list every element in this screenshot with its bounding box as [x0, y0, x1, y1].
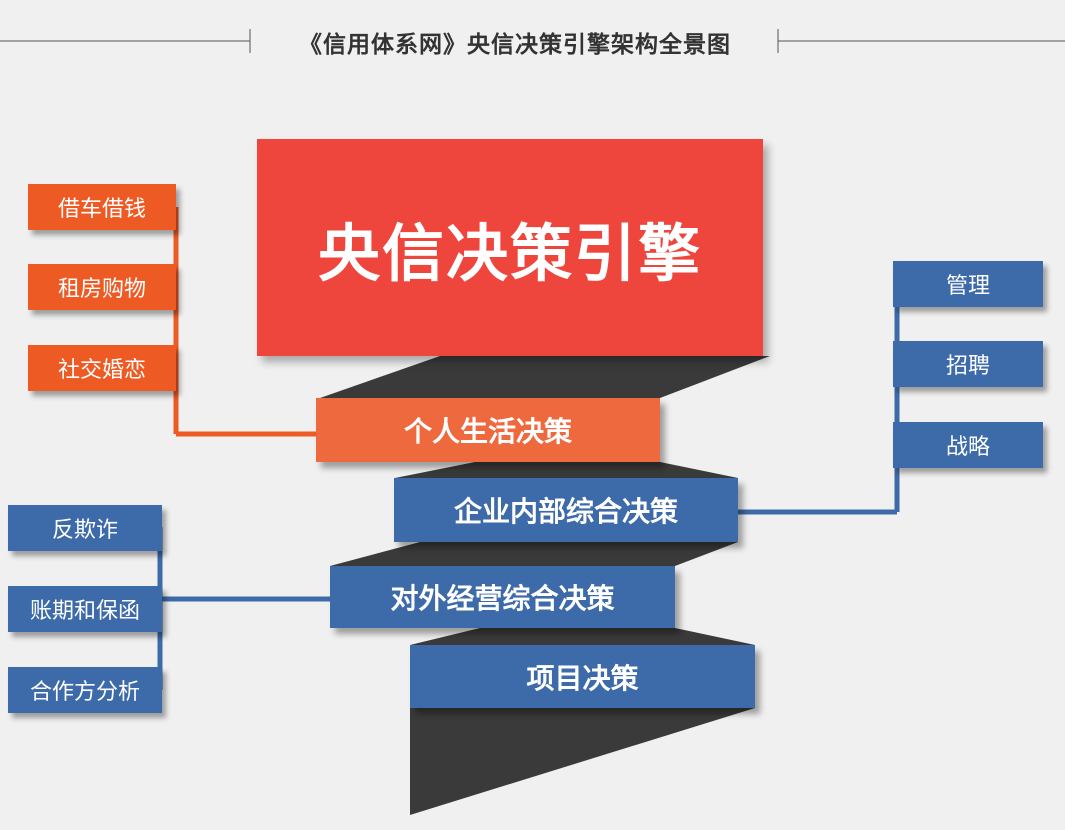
page-title: 《信用体系网》央信决策引擎架构全景图	[299, 32, 731, 58]
leaf-strategy: 战略	[893, 422, 1043, 468]
ribbon-fold-1	[320, 356, 770, 398]
band-personal-life-decision: 个人生活决策	[316, 398, 660, 462]
leaf-payment-terms-guarantee: 账期和保函	[8, 586, 162, 632]
personal-connector	[173, 207, 318, 437]
leaf-management: 管理	[893, 261, 1043, 307]
external-connector	[157, 527, 332, 690]
ribbon-fold-2	[395, 462, 738, 478]
band-external-operations-decision: 对外经营综合决策	[330, 566, 675, 628]
leaf-borrow-car-money: 借车借钱	[28, 184, 176, 230]
band-project-decision: 项目决策	[410, 645, 755, 708]
leaf-anti-fraud: 反欺诈	[8, 505, 162, 551]
ribbon-fold-4	[410, 628, 755, 645]
band-enterprise-internal-decision: 企业内部综合决策	[394, 478, 738, 542]
decision-engine-box: 央信决策引擎	[257, 139, 763, 356]
leaf-partner-analysis: 合作方分析	[8, 667, 162, 713]
ribbon-fold-3	[330, 542, 738, 566]
leaf-social-marriage: 社交婚恋	[28, 345, 176, 391]
enterprise-connector	[738, 284, 900, 515]
leaf-recruitment: 招聘	[893, 341, 1043, 387]
ribbon-tail	[410, 708, 755, 815]
leaf-rent-shopping: 租房购物	[28, 264, 176, 310]
